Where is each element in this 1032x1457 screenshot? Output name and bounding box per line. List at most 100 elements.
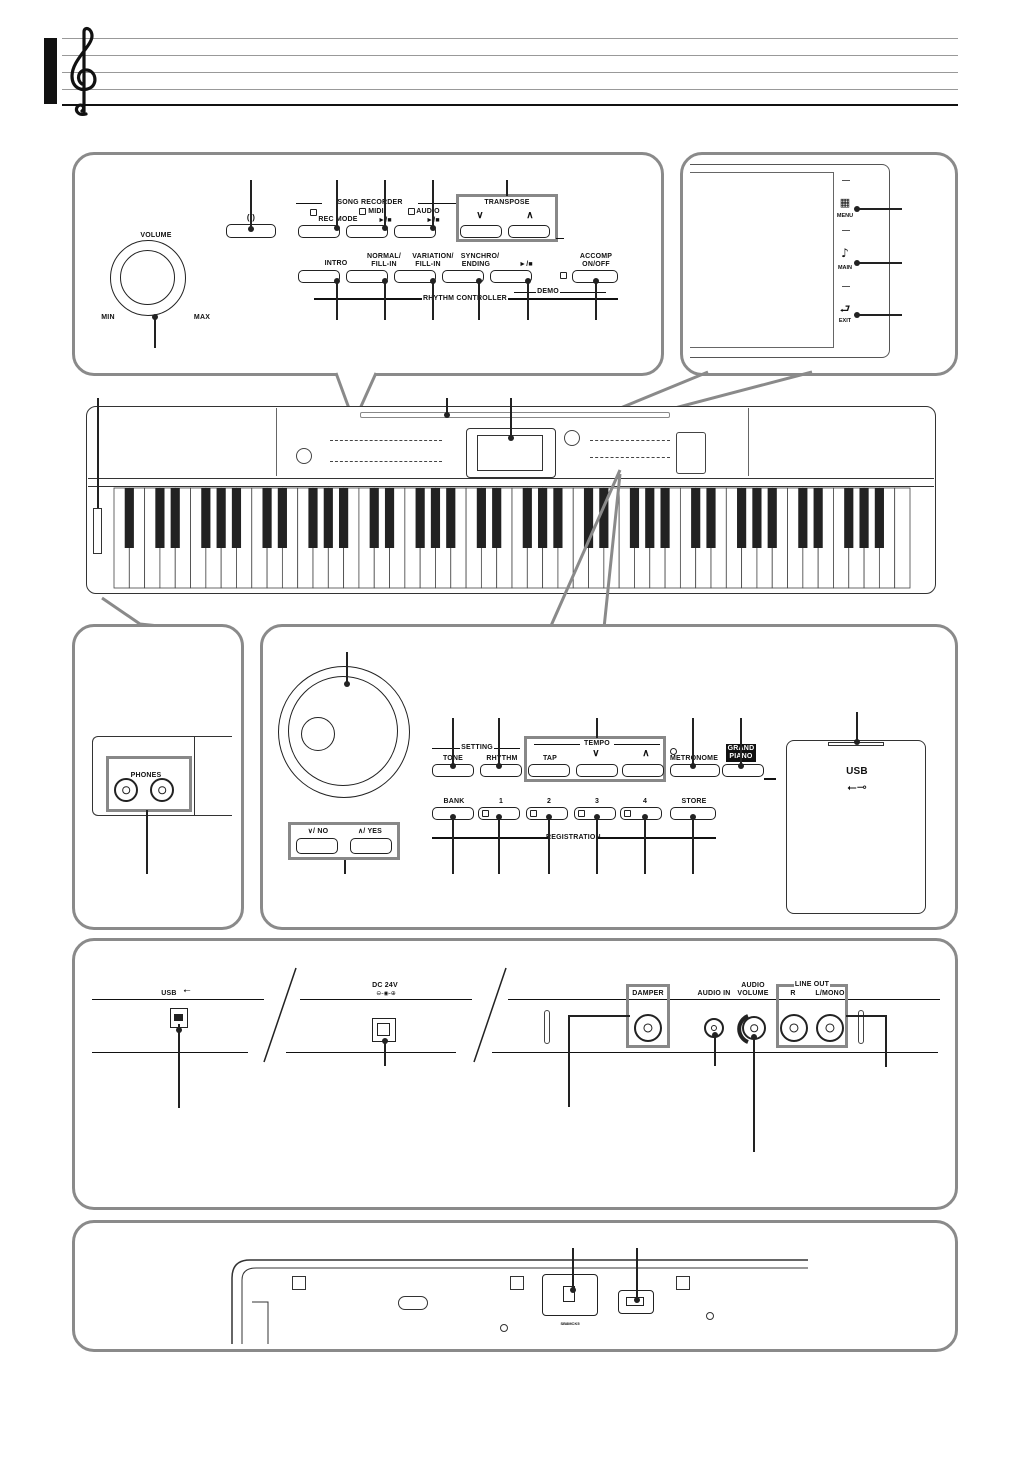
audio-play-stop-button[interactable] [394, 225, 436, 238]
black-key [231, 488, 242, 548]
tempo-up-button[interactable] [622, 764, 664, 777]
phones-side-outline [92, 736, 232, 816]
audio-in-label: AUDIO IN [697, 990, 731, 997]
piano-phones-jack-outline [93, 508, 102, 554]
synchro-ending-label-2: ENDING [461, 261, 491, 268]
registration-2-button[interactable] [526, 807, 568, 820]
normal-fill-in-button[interactable] [346, 270, 388, 283]
main-label: MAIN [837, 265, 853, 271]
volume-label: VOLUME [140, 232, 172, 239]
bottom-square-1 [292, 1276, 306, 1290]
piano-volume-knob [296, 448, 312, 464]
intro-label: INTRO [324, 260, 348, 267]
bank-label: BANK [443, 798, 465, 805]
reg-1-label: 1 [498, 798, 504, 805]
phones-panel [72, 624, 244, 930]
black-key [538, 488, 548, 548]
black-key [323, 488, 333, 548]
black-key [844, 488, 854, 548]
rec-mode-button[interactable] [298, 225, 340, 238]
main-icon[interactable]: ♪ [841, 246, 849, 260]
black-key [767, 488, 777, 548]
line-out-lmono-label: L/MONO [815, 990, 845, 997]
staff-line [62, 55, 958, 56]
black-key [339, 488, 349, 548]
yes-button[interactable] [350, 838, 392, 854]
black-key [170, 488, 180, 548]
synchro-ending-button[interactable] [442, 270, 484, 283]
accomp-led [560, 272, 567, 279]
line-out-lmono-jack[interactable] [816, 1014, 844, 1042]
transpose-up-icon: ∧ [526, 210, 534, 221]
black-key [599, 488, 609, 548]
black-key [813, 488, 823, 548]
phones-jack-1[interactable] [114, 778, 138, 802]
line-out-r-jack[interactable] [780, 1014, 808, 1042]
phones-group-box [106, 756, 192, 812]
no-button[interactable] [296, 838, 338, 854]
tempo-down-button[interactable] [576, 764, 618, 777]
volume-knob[interactable] [110, 240, 186, 316]
registration-4-button[interactable] [620, 807, 662, 820]
tempo-group-box [524, 736, 666, 782]
lower-panel-pointers [101, 469, 622, 630]
phones-jack-2[interactable] [150, 778, 174, 802]
bottom-oval-slot [398, 1296, 428, 1310]
transpose-down-button[interactable] [460, 225, 502, 238]
black-key [645, 488, 655, 548]
black-key [706, 488, 716, 548]
start-stop-button[interactable] [490, 270, 532, 283]
header-block [44, 38, 57, 104]
no-label: ∨/ NO [307, 828, 329, 835]
black-key [155, 488, 165, 548]
rec-mode-label: REC MODE [318, 216, 358, 223]
pedal-unit-connector[interactable] [542, 1274, 598, 1316]
normal-fill-in-label-1: NORMAL/ [366, 253, 402, 260]
exit-icon[interactable]: ⮐ [839, 302, 851, 316]
rec-led [310, 209, 317, 216]
display-screen [690, 172, 834, 348]
damper-jack[interactable] [634, 1014, 662, 1042]
audio-label: AUDIO [416, 208, 440, 215]
black-key [553, 488, 563, 548]
transpose-up-button[interactable] [508, 225, 550, 238]
black-key [798, 488, 808, 548]
black-key [752, 488, 762, 548]
black-key [430, 488, 441, 548]
variation-fill-in-label-1: VARIATION/ [412, 253, 454, 260]
bottom-panel [72, 1220, 958, 1352]
tap-button[interactable] [528, 764, 570, 777]
tap-label: TAP [542, 755, 558, 762]
header [0, 0, 1032, 120]
black-key [691, 488, 701, 548]
black-key [277, 488, 287, 548]
transpose-label: TRANSPOSE [484, 199, 530, 206]
piano-usb-slot [676, 432, 706, 474]
normal-fill-in-label-2: FILL-IN [371, 261, 397, 268]
menu-icon[interactable]: ▦ [839, 196, 851, 209]
black-key [476, 488, 486, 548]
piano-control-buttons-right [590, 440, 670, 458]
tempo-label: TEMPO [584, 740, 610, 747]
display-bezel [690, 164, 890, 358]
rhythm-label: RHYTHM [486, 755, 518, 762]
rear-slot-left [544, 1010, 550, 1044]
bottom-square-2 [510, 1276, 524, 1290]
menu-label: MENU [836, 213, 854, 219]
midi-play-stop-button[interactable] [346, 225, 388, 238]
black-key [629, 488, 640, 548]
start-stop-label: ►/■ [519, 261, 533, 268]
demo-label: DEMO [537, 288, 559, 295]
bottom-view-outline [231, 1259, 808, 1344]
store-label: STORE [681, 798, 707, 805]
variation-fill-in-button[interactable] [394, 270, 436, 283]
midi-label: MIDI [368, 208, 384, 215]
rear-separator-2 [473, 967, 507, 1063]
intro-button[interactable] [298, 270, 340, 283]
black-key [737, 488, 747, 548]
display-panel [680, 152, 958, 376]
dial[interactable] [278, 666, 410, 798]
audio-led [408, 208, 415, 215]
staff-line [62, 89, 958, 90]
metronome-led [670, 748, 677, 755]
